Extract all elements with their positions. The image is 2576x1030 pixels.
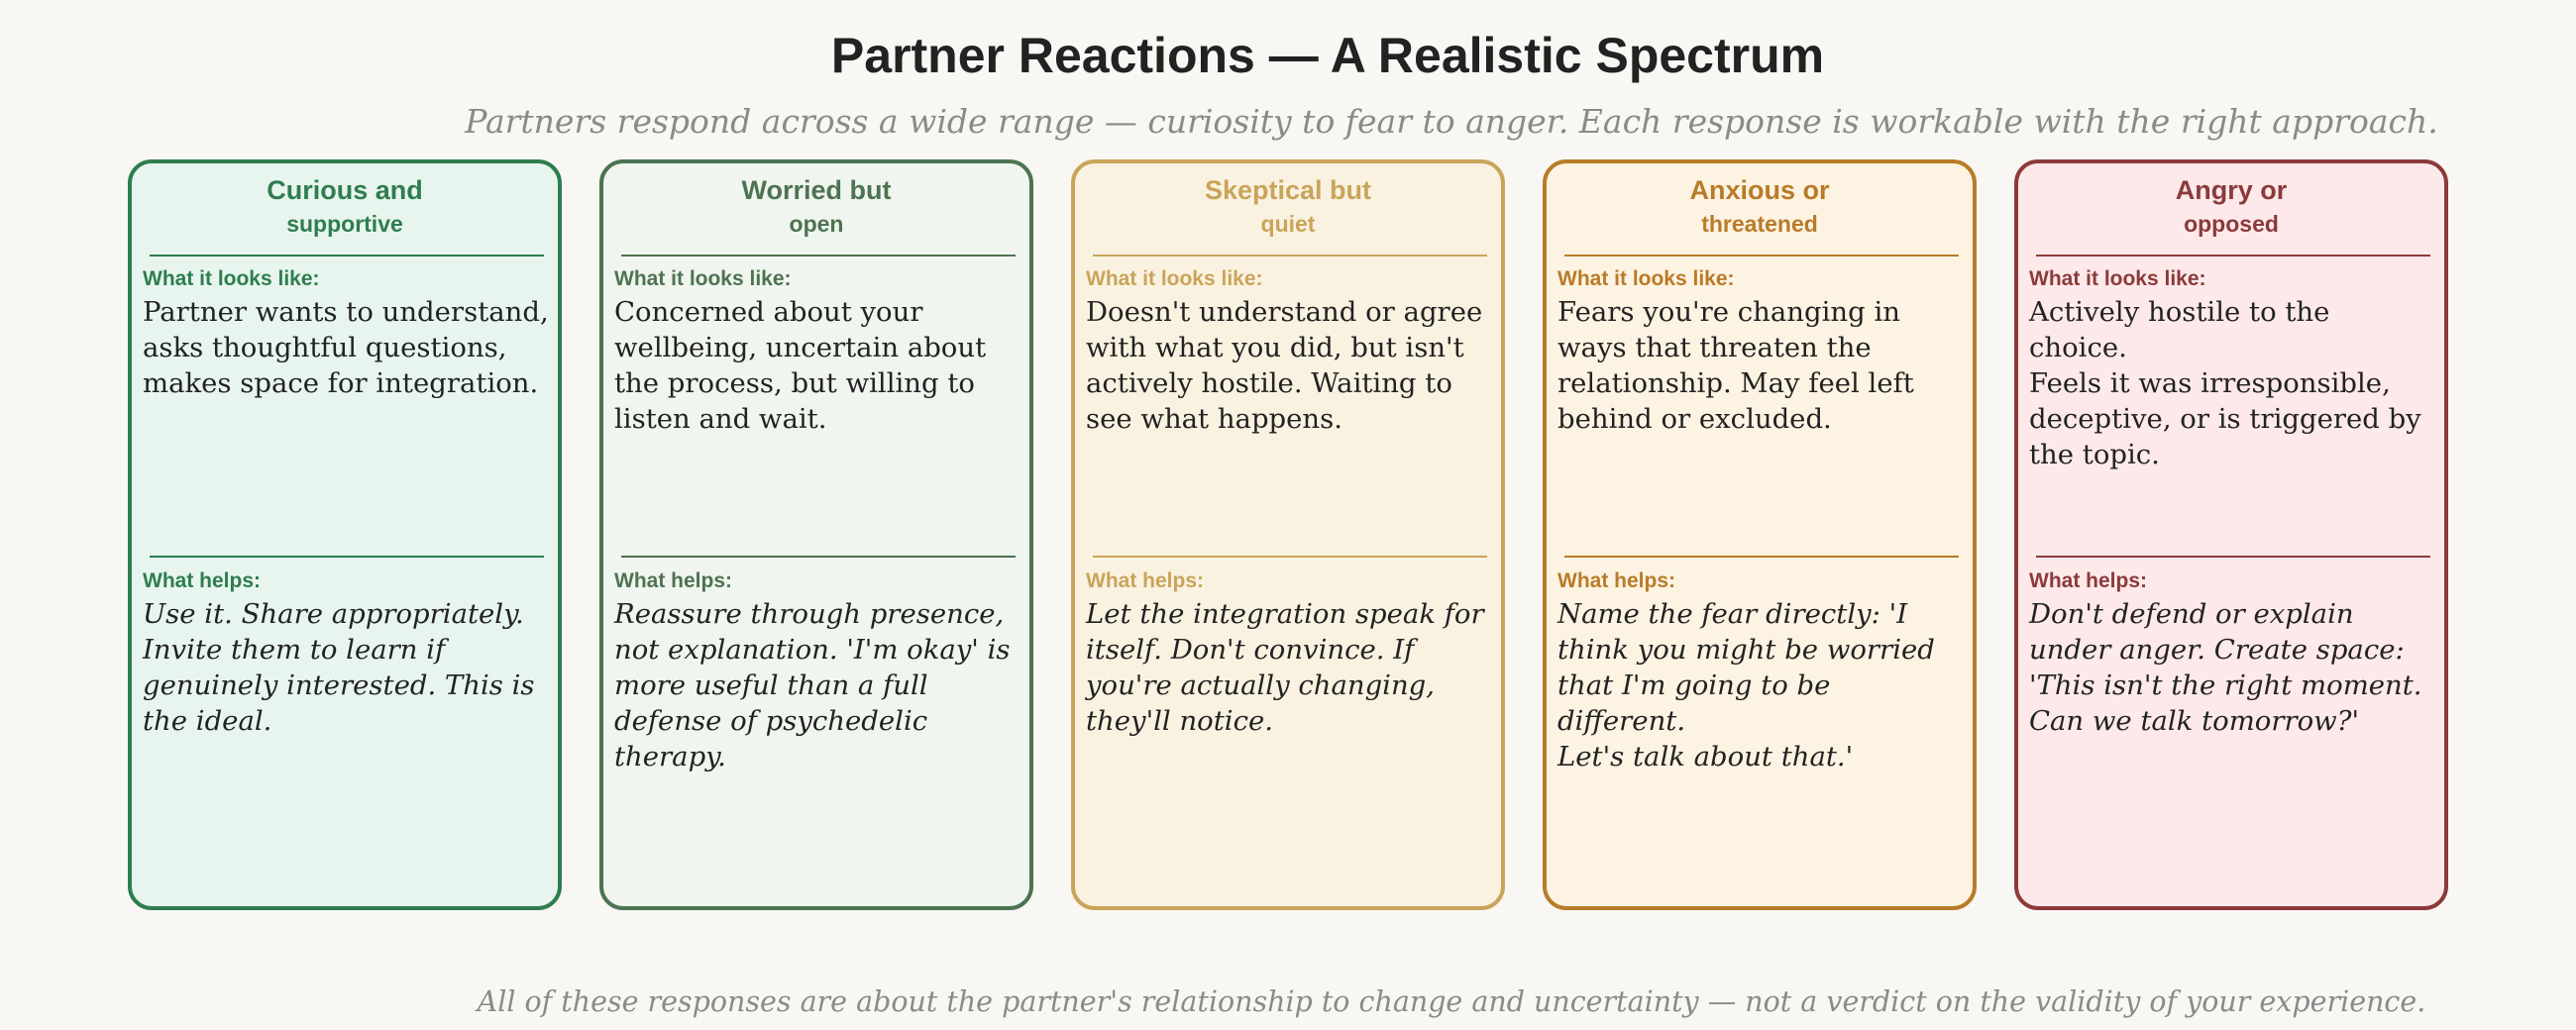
looks-like-label: What it looks like: — [143, 267, 320, 290]
helps-text: Reassure through presence, not explanati… — [614, 598, 1011, 772]
card-title-line1: Worried but — [741, 175, 892, 205]
helps-label: What helps: — [143, 569, 261, 592]
page-title: Partner Reactions — A Realistic Spectrum — [830, 28, 1825, 83]
card-divider — [621, 255, 1016, 257]
looks-like-text: Actively hostile to the choice. Feels it… — [2029, 296, 2421, 470]
card-divider — [1093, 255, 1487, 257]
helps-label: What helps: — [614, 569, 732, 592]
looks-like-text: Partner wants to understand, asks though… — [143, 296, 549, 399]
card-title-line1: Anxious or — [1689, 175, 1830, 205]
card-divider — [2036, 255, 2430, 257]
card-title-line2: open — [789, 211, 844, 237]
card-title-line1: Skeptical but — [1204, 175, 1372, 205]
card-title: Worried but open — [603, 173, 1029, 241]
looks-like-label: What it looks like: — [2029, 267, 2206, 290]
card-divider — [150, 255, 544, 257]
card-title-line2: quiet — [1260, 211, 1316, 237]
helps-text: Use it. Share appropriately. Invite them… — [143, 598, 535, 737]
card-title-line1: Curious and — [267, 175, 423, 205]
looks-like-text: Concerned about your wellbeing, uncertai… — [614, 296, 987, 435]
looks-like-label: What it looks like: — [1086, 267, 1263, 290]
card-title: Skeptical but quiet — [1075, 173, 1501, 241]
card-divider — [1093, 556, 1487, 558]
helps-text: Let the integration speak for itself. Do… — [1086, 598, 1484, 737]
card-title-line2: supportive — [286, 211, 403, 237]
card-title: Anxious or threatened — [1547, 173, 1973, 241]
reaction-card-curious-supportive: Curious and supportive What it looks lik… — [128, 159, 562, 910]
reaction-card-anxious-threatened: Anxious or threatened What it looks like… — [1543, 159, 1977, 910]
card-title-line2: opposed — [2184, 211, 2279, 237]
reaction-card-angry-opposed: Angry or opposed What it looks like: Act… — [2014, 159, 2448, 910]
looks-like-text: Fears you're changing in ways that threa… — [1557, 296, 1914, 435]
helps-label: What helps: — [1557, 569, 1675, 592]
looks-like-label: What it looks like: — [614, 267, 792, 290]
card-title-line1: Angry or — [2175, 175, 2288, 205]
helps-text: Don't defend or explain under anger. Cre… — [2029, 598, 2422, 737]
card-divider — [150, 556, 544, 558]
card-divider — [2036, 556, 2430, 558]
reaction-card-skeptical-quiet: Skeptical but quiet What it looks like: … — [1071, 159, 1505, 910]
card-divider — [621, 556, 1016, 558]
reaction-card-worried-open: Worried but open What it looks like: Con… — [599, 159, 1033, 910]
card-divider — [1564, 556, 1959, 558]
card-title: Curious and supportive — [132, 173, 558, 241]
card-title: Angry or opposed — [2018, 173, 2444, 241]
card-divider — [1564, 255, 1959, 257]
helps-label: What helps: — [1086, 569, 1204, 592]
looks-like-text: Doesn't understand or agree with what yo… — [1086, 296, 1483, 435]
footer-note: All of these responses are about the par… — [477, 985, 2426, 1018]
helps-label: What helps: — [2029, 569, 2147, 592]
card-title-line2: threatened — [1701, 211, 1818, 237]
page-subtitle: Partners respond across a wide range — c… — [465, 102, 2438, 141]
helps-text: Name the fear directly: 'I think you mig… — [1557, 598, 1935, 772]
looks-like-label: What it looks like: — [1557, 267, 1735, 290]
